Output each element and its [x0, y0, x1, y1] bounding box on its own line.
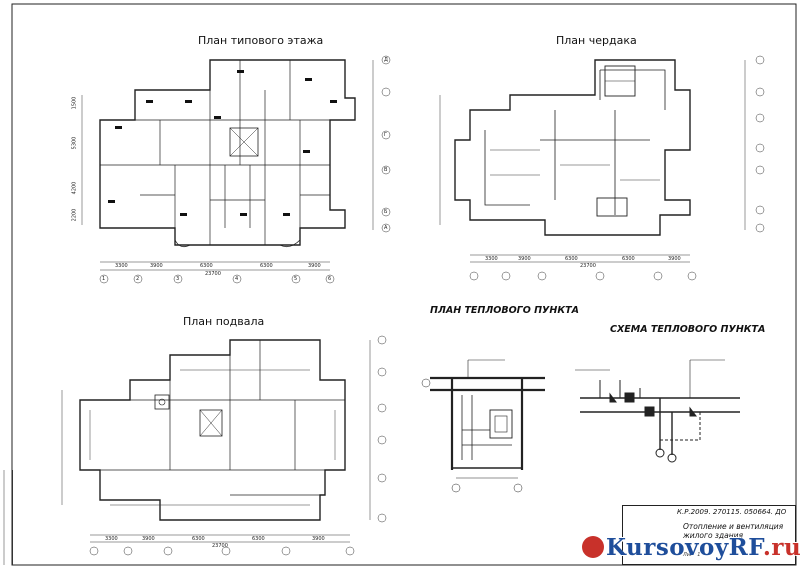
attic-dim-lines — [439, 55, 765, 281]
title-heat-point-plan: ПЛАН ТЕПЛОВОГО ПУНКТА — [430, 305, 579, 316]
axis-5: 5 — [294, 276, 298, 282]
typical-span-1: 3300 — [115, 263, 128, 269]
document-code: К.Р.2009. 270115. 050664. ДО — [677, 508, 787, 516]
basement-total-dim: 23700 — [212, 543, 228, 549]
watermark-tld: .ru — [762, 534, 800, 561]
basement-dim-lines — [61, 335, 387, 556]
axis-letter-v: В — [384, 167, 388, 173]
typical-floor-plan — [99, 59, 356, 248]
axis-letter-g: Г — [384, 132, 388, 138]
typical-dim-lines — [81, 55, 391, 284]
attic-total-dim: 23700 — [580, 263, 596, 269]
axis-letter-b: Б — [384, 209, 388, 215]
attic-span-1: 3300 — [485, 256, 498, 262]
title-typical-floor: План типового этажа — [198, 34, 324, 47]
basement-span-2: 3900 — [142, 536, 155, 542]
sheet-frame — [11, 3, 797, 566]
sheet-label: Лист 1 — [683, 552, 701, 558]
typical-total-dim: 23700 — [205, 271, 221, 277]
basement-plan — [79, 339, 346, 521]
typical-span-5: 3900 — [308, 263, 321, 269]
watermark-brand: KursovoyRF — [606, 534, 763, 561]
attic-span-2: 3900 — [518, 256, 531, 262]
attic-span-5: 3900 — [668, 256, 681, 262]
axis-3: 3 — [176, 276, 180, 282]
watermark: KursovoyRF.ru — [582, 534, 800, 561]
attic-plan — [454, 59, 691, 236]
axis-6: 6 — [328, 276, 332, 282]
basement-span-4: 6300 — [252, 536, 265, 542]
vspan-2: 5300 — [71, 136, 78, 150]
vspan-3: 4200 — [71, 181, 78, 195]
axis-letter-a: А — [384, 225, 388, 231]
project-name: Отопление и вентиляция жилого здания — [683, 522, 784, 540]
title-heat-point-scheme: СХЕМА ТЕПЛОВОГО ПУНКТА — [610, 324, 766, 335]
axis-4: 4 — [235, 276, 239, 282]
heat-point-plan — [421, 359, 545, 493]
binding-strip — [2, 470, 13, 565]
axis-letter-d: Д — [384, 57, 388, 63]
title-attic: План чердака — [556, 34, 637, 47]
axis-1: 1 — [102, 276, 106, 282]
vspan-4: 2200 — [71, 208, 78, 222]
title-basement: План подвала — [183, 315, 265, 328]
heat-point-scheme — [575, 359, 740, 463]
typical-span-2: 3900 — [150, 263, 163, 269]
watermark-logo-icon — [582, 536, 604, 558]
attic-span-3: 6300 — [565, 256, 578, 262]
attic-span-4: 6300 — [622, 256, 635, 262]
title-block: К.Р.2009. 270115. 050664. ДО Отопление и… — [622, 505, 796, 565]
typical-span-3: 6300 — [200, 263, 213, 269]
basement-span-1: 3300 — [105, 536, 118, 542]
axis-2: 2 — [136, 276, 140, 282]
basement-span-5: 3900 — [312, 536, 325, 542]
typical-span-4: 6300 — [260, 263, 273, 269]
vspan-1: 1500 — [71, 96, 78, 110]
basement-span-3: 6300 — [192, 536, 205, 542]
